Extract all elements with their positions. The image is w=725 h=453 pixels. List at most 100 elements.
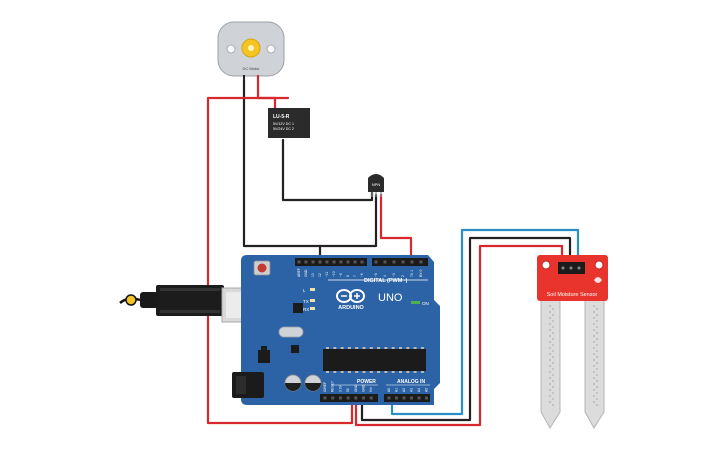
prong-dot xyxy=(552,344,554,346)
digital-header-right xyxy=(372,258,428,266)
relay-title: LU-5-R xyxy=(273,114,290,120)
wire-sensor-gnd[interactable] xyxy=(360,236,572,422)
wire-sensor-vcc[interactable] xyxy=(354,244,564,427)
digital-header-hole[interactable] xyxy=(346,260,350,264)
dc-motor[interactable]: DC Motor xyxy=(217,21,285,81)
wire-sensor-signal[interactable] xyxy=(390,228,580,416)
sensor-logo-icon xyxy=(594,277,602,283)
chip-pin xyxy=(413,347,417,349)
analog-header-hole[interactable] xyxy=(395,396,398,400)
power-header-hole[interactable] xyxy=(369,396,373,400)
soil-moisture-sensor[interactable]: Soil Moisture Sensor xyxy=(537,255,608,429)
prong-dot xyxy=(552,332,554,334)
led-rx xyxy=(310,307,315,310)
arduino-brand: ARDUINO xyxy=(338,305,364,311)
analog-header-hole[interactable] xyxy=(417,396,421,400)
led-tx xyxy=(310,299,315,302)
wire-relay-power-loop[interactable] xyxy=(206,96,354,425)
digital-pin-label: ~9 xyxy=(339,273,343,277)
digital-header-hole[interactable] xyxy=(353,260,357,264)
wires xyxy=(206,73,580,427)
prong-dot xyxy=(549,317,551,319)
usb-cable[interactable] xyxy=(119,285,263,323)
digital-pin-label: AREF xyxy=(297,268,301,277)
digital-header-hole[interactable] xyxy=(401,260,405,264)
analog-pin-label: A3 xyxy=(410,388,414,392)
digital-header-hole[interactable] xyxy=(383,260,387,264)
digital-header-hole[interactable] xyxy=(297,260,301,264)
wire-relay-to-transistor[interactable] xyxy=(281,138,374,202)
digital-pin-label: 7 xyxy=(353,275,357,277)
power-header-hole[interactable] xyxy=(362,396,365,400)
wire-motor-to-relay[interactable] xyxy=(256,73,277,112)
prong-dot xyxy=(593,305,595,307)
chip-pin xyxy=(377,371,381,373)
prong-dot xyxy=(593,395,595,397)
relay[interactable]: LU-5-R 5V/12V DC 1 5V/24V DC 2 xyxy=(268,108,310,138)
chip-pin xyxy=(362,347,366,349)
prong-dot xyxy=(596,350,598,352)
prong-dot xyxy=(549,305,551,307)
chip-pin xyxy=(326,347,329,349)
digital-header-hole[interactable] xyxy=(304,260,308,264)
chip-pin xyxy=(369,347,373,349)
digital-header-hole[interactable] xyxy=(392,260,396,264)
digital-pin-label: 13 xyxy=(311,273,315,277)
prong-dot xyxy=(552,308,554,310)
prong-dot xyxy=(596,314,598,316)
chip-pin xyxy=(347,371,351,373)
led-l-label: L xyxy=(303,288,306,293)
chip-pin xyxy=(420,347,424,349)
prong-dot xyxy=(593,389,595,391)
prong-dot xyxy=(593,323,595,325)
analog-header-hole[interactable] xyxy=(402,396,406,400)
power-header-hole[interactable] xyxy=(331,396,335,400)
prong-dot xyxy=(549,335,551,337)
prong-dot xyxy=(552,338,554,340)
chip-pin xyxy=(420,371,424,373)
digital-header-hole[interactable] xyxy=(339,260,343,264)
digital-header-hole[interactable] xyxy=(419,260,423,264)
chip-pin xyxy=(399,371,402,373)
wire-transistor-ground[interactable] xyxy=(318,193,378,248)
prong-dot xyxy=(596,392,598,394)
digital-header-hole[interactable] xyxy=(318,260,322,264)
power-header-hole[interactable] xyxy=(346,396,350,400)
power-header-hole[interactable] xyxy=(338,396,342,400)
power-pin-label: RESET xyxy=(331,381,335,392)
prong-dot xyxy=(596,332,598,334)
chip-pin xyxy=(384,371,388,373)
power-header-hole[interactable] xyxy=(354,396,358,400)
digital-header-hole[interactable] xyxy=(325,260,329,264)
wire-motor-ground[interactable] xyxy=(242,78,322,262)
analog-header-hole[interactable] xyxy=(387,396,391,400)
digital-pin-label: ~10 xyxy=(332,271,336,277)
analog-pin-label: A2 xyxy=(402,388,406,392)
digital-header-hole[interactable] xyxy=(410,260,414,264)
chip-pin xyxy=(355,347,359,349)
digital-header-hole[interactable] xyxy=(360,260,364,264)
prong-dot xyxy=(549,341,551,343)
power-header-hole[interactable] xyxy=(323,396,327,400)
chip-pin xyxy=(413,371,417,373)
chip-pin xyxy=(340,371,344,373)
digital-header-hole[interactable] xyxy=(311,260,315,264)
npn-transistor[interactable]: NPN xyxy=(368,174,384,197)
digital-pin-label: ~3 xyxy=(392,273,396,277)
prong-dot xyxy=(549,353,551,355)
digital-header-hole[interactable] xyxy=(374,260,378,264)
digital-pin-label: 8 xyxy=(346,275,350,277)
digital-header-hole[interactable] xyxy=(332,260,336,264)
prong-dot xyxy=(552,392,554,394)
analog-header-hole[interactable] xyxy=(410,396,413,400)
wire-transistor-base[interactable] xyxy=(379,193,413,264)
prong-dot xyxy=(549,401,551,403)
prong-dot xyxy=(549,377,551,379)
prong-dot xyxy=(549,347,551,349)
led-rx-label: RX xyxy=(303,307,309,312)
prong-dot xyxy=(593,371,595,373)
analog-header-hole[interactable] xyxy=(425,396,428,400)
prong-dot xyxy=(549,371,551,373)
prong-dot xyxy=(593,311,595,313)
